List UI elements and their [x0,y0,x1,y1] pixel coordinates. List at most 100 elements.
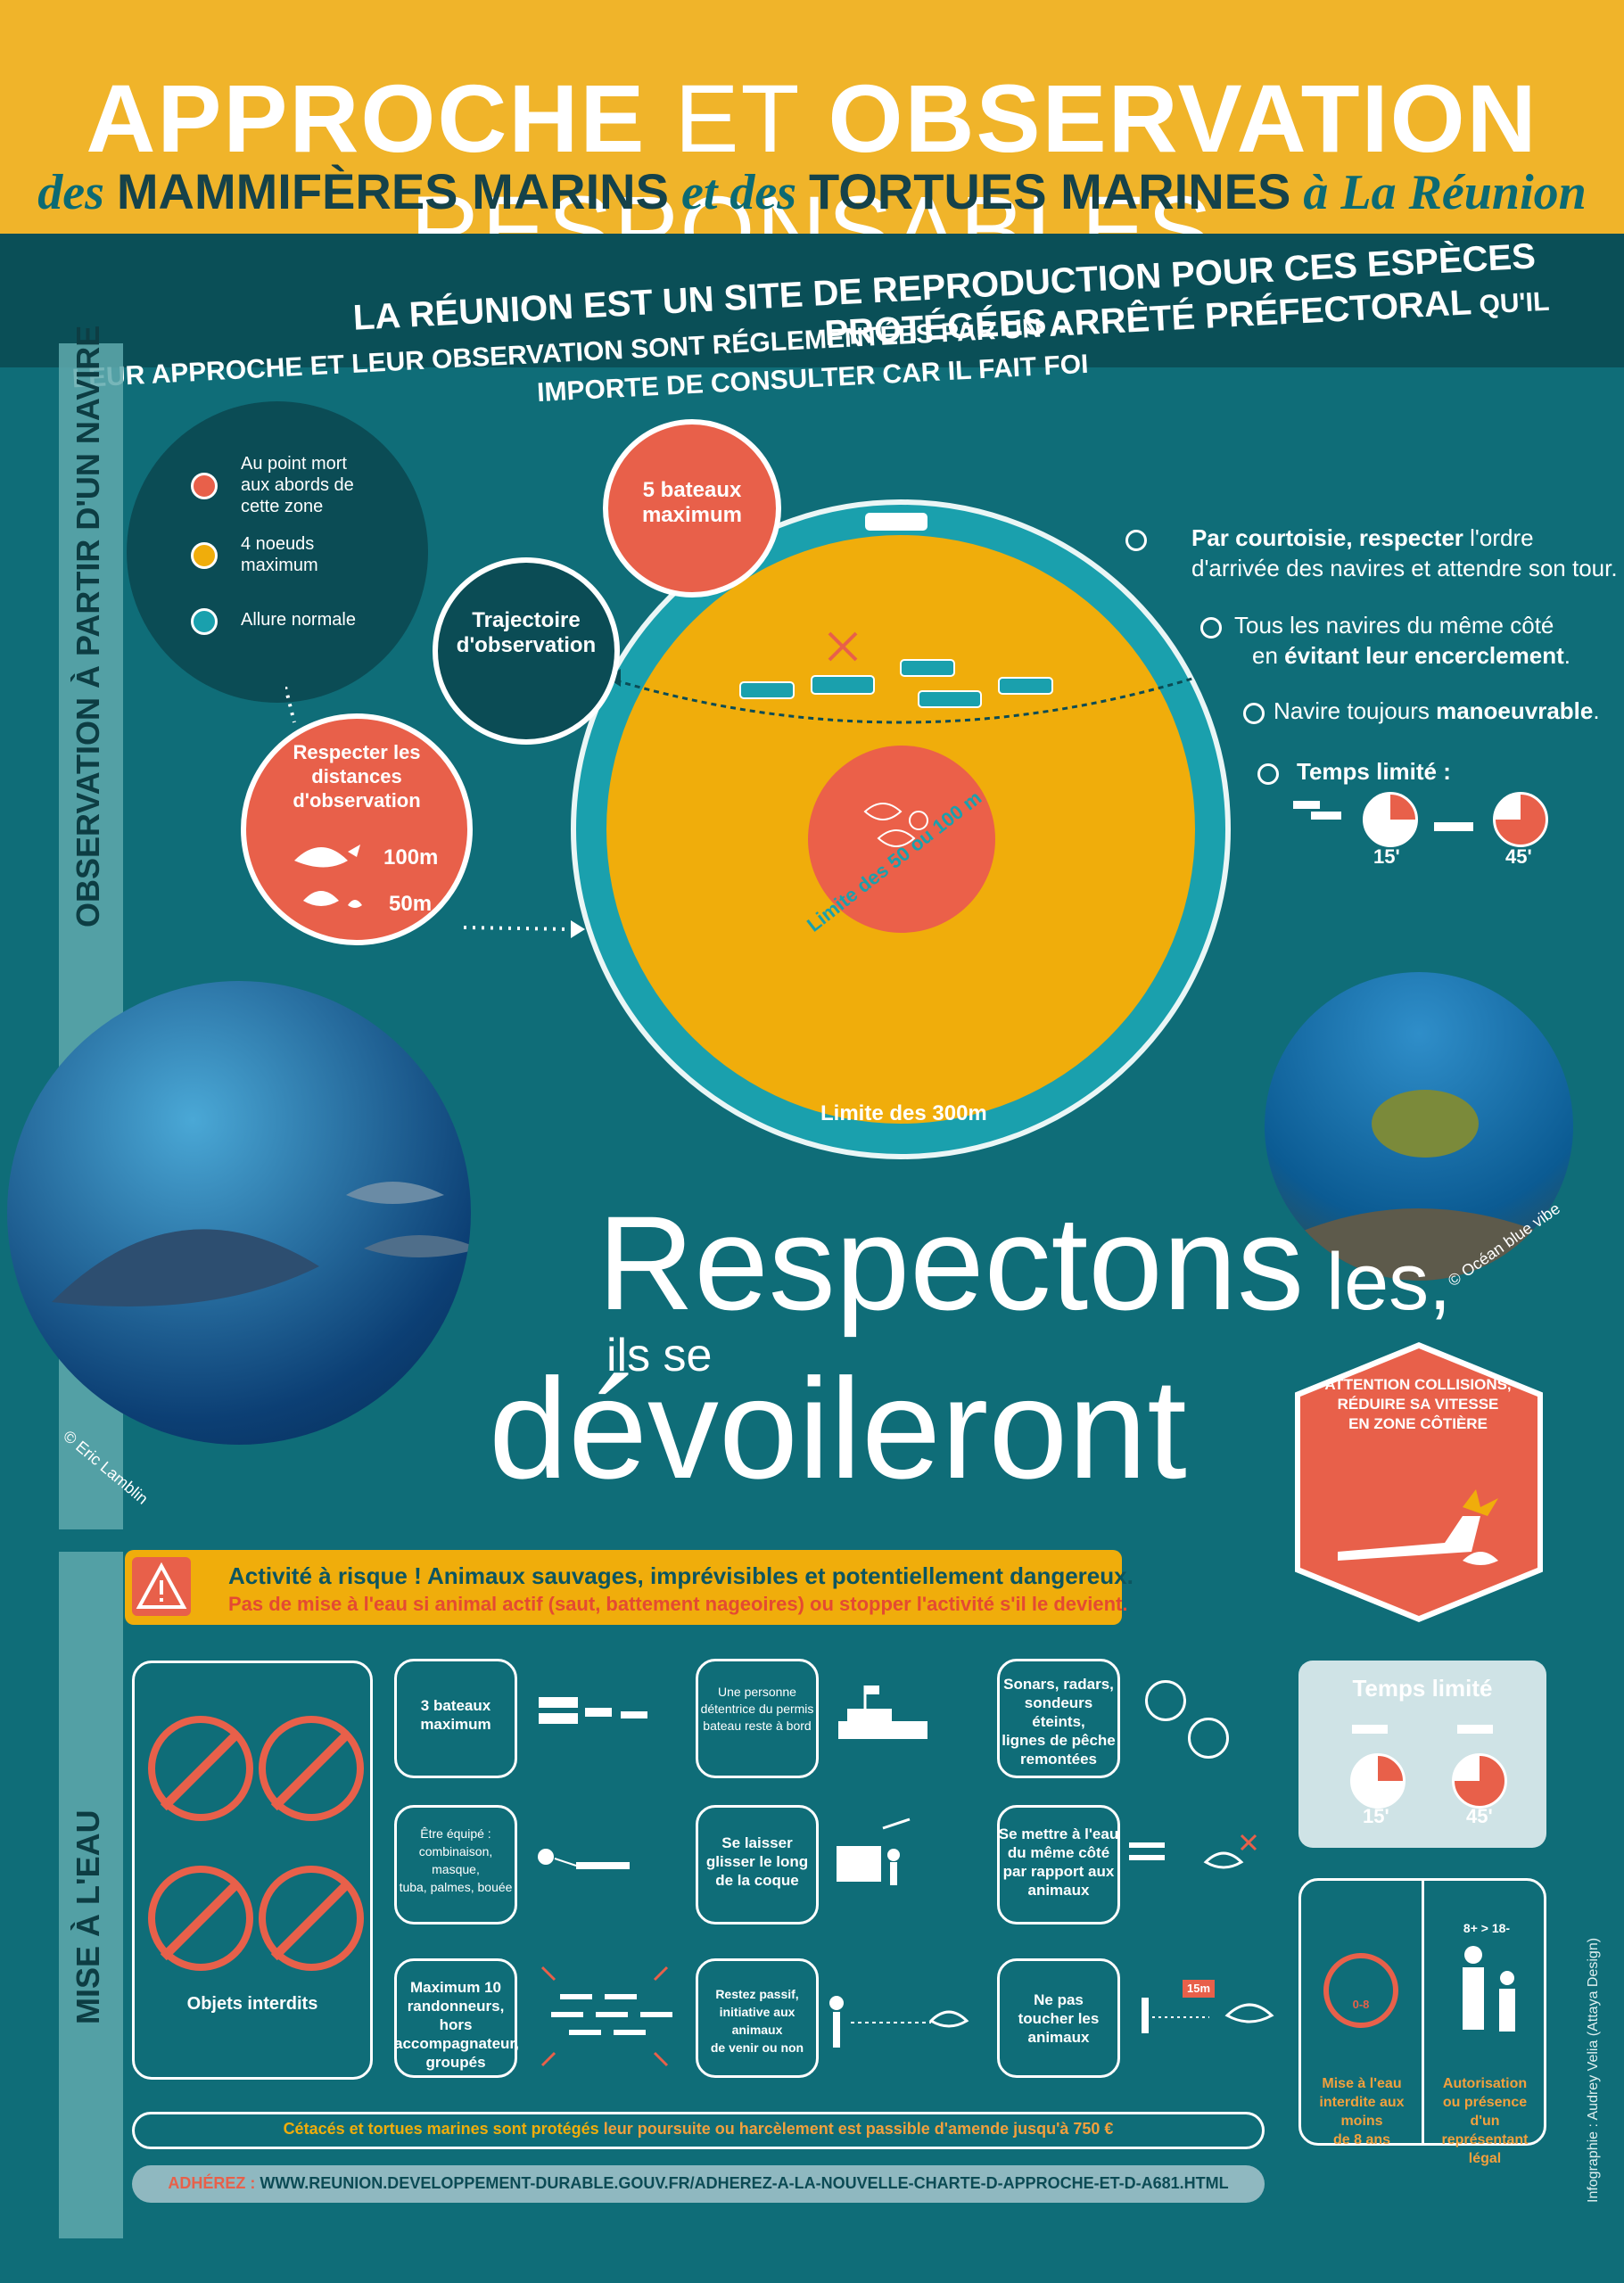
slogan-line-1: Respectons les, [598,1188,1452,1338]
snorkeler-icon [538,1849,630,1869]
time-45: 45' [1505,845,1532,868]
charter-link-pill[interactable] [132,2165,1265,2203]
rule-box-equipment-text: Être équipé :combinaison, masque,tuba, p… [399,1826,513,1894]
legend-dot-teal [191,608,218,635]
rule-courtesy-line2: d'arrivée des navires et attendre son to… [1191,555,1618,581]
rule-same-side-line2: en évitant leur encerclement. [1252,642,1570,669]
rule-box-sonar [997,1659,1120,1778]
no-speargun-icon [259,1866,364,1971]
legend-dot-yellow [191,542,218,569]
side-bar-water [59,1552,123,2238]
no-knife-icon [148,1866,253,1971]
regulation-banner [0,234,1624,367]
time-15: 15' [1363,1805,1389,1827]
age-range: 8+ > 18- [1463,1921,1511,1935]
rule-manoeuvrable: Navire toujours manoeuvrable. [1274,697,1600,724]
charter-link[interactable]: ADHÉREZ : WWW.REUNION.DEVELOPPEMENT-DURA… [168,2174,1229,2192]
no-fishing-icon [1188,1718,1229,1759]
rule-courtesy: Par courtoisie, respecter l'ordre [1191,524,1534,551]
boat-flag-icon [838,1685,927,1739]
rule-box-no-touch [997,1958,1120,2078]
legal-notice [132,2112,1265,2149]
whale-distance: 100m [383,845,439,870]
whale-dolphin-icon [294,845,362,908]
no-torch-icon [259,1716,364,1821]
side-label-water: MISE À L'EAU [70,1809,106,2024]
rule-time: Temps limité : [1297,758,1451,785]
rule-box-passive [696,1958,819,2078]
speed-legend [127,401,428,703]
no-sonar-icon [1145,1680,1186,1721]
rule-bullet [1243,703,1265,724]
clock-45-icon [1493,792,1548,847]
rule-box-same-side [997,1805,1120,1924]
rule-box-hikers [394,1958,517,2078]
boat-icon [1430,819,1484,837]
forbidden-objects-box [132,1661,373,2080]
circle-decorations [606,513,1196,847]
side-label-observation: OBSERVATION À PARTIR D'UN NAVIRE [70,325,106,927]
no-children-age: 0-8 [1352,1998,1370,2011]
whale-photo [7,981,471,1445]
adult-child-icon [1463,1946,1515,2032]
rule-box-sonar-text: Sonars, radars,sondeurs éteints,lignes d… [1002,1676,1116,1768]
zone-50-100m [808,746,995,933]
risk-banner [125,1550,1122,1625]
no-flash-camera-icon [148,1716,253,1821]
swimmers-side-icon [1129,1834,1257,1869]
time-limit-panel [1298,1661,1546,1848]
dotted-connectors [285,687,585,938]
boat-ladder-icon [837,1817,911,1885]
rule-bullet [1257,763,1279,785]
collision-warning [1300,1348,1537,1616]
boats-icon [539,1697,647,1724]
infographic-credit: Infographie : Audrey Velia (Attaya Desig… [1586,1937,1601,2203]
boat-collision-icon [1338,1489,1498,1565]
rule-bullet [1125,530,1147,551]
slogan-line-3: dévoileront [489,1348,1187,1508]
grouped-swimmers-icon [540,1966,672,2067]
page-subtitle: des MAMMIFÈRES MARINS et des TORTUES MAR… [37,163,1587,220]
distance-dolphin-icon [1142,1998,1274,2033]
header-band [0,0,1624,234]
clock-15-icon [1350,1753,1406,1809]
rule-box-boats [394,1659,517,1778]
distance-tag: 15m [1183,1980,1215,1998]
dolphin-distance: 50m [389,892,433,916]
clock-15-icon [1363,792,1418,847]
boat-icon [1457,1721,1495,1741]
boats-icon [1352,1721,1389,1741]
forbidden-objects-label: Objets interdits [186,1994,318,2014]
time-15: 15' [1373,845,1400,868]
clock-45-icon [1452,1753,1507,1809]
legend-item-normal: Allure normale [241,610,356,630]
risk-line-1: Activité à risque ! Animaux sauvages, im… [228,1562,1134,1589]
rule-bullet [1200,617,1222,639]
legend-dot-red [191,473,218,499]
legal-notice-text: Cétacés et tortues marines sont protégés… [283,2120,1114,2138]
rule-box-glide [696,1805,819,1924]
no-children-icon [1323,1953,1398,2028]
trajectory-bubble [433,557,620,745]
age-panel-divider [1422,1878,1424,2146]
label-outer-limit: Limite des 300m [820,1101,987,1125]
rule-box-permit [696,1659,819,1778]
slogan-line-2: ils se [606,1330,713,1381]
risk-line-2: Pas de mise à l'eau si animal actif (sau… [228,1593,1128,1615]
passive-swimmer-icon [829,1996,969,2048]
boats-icon [1291,794,1345,829]
